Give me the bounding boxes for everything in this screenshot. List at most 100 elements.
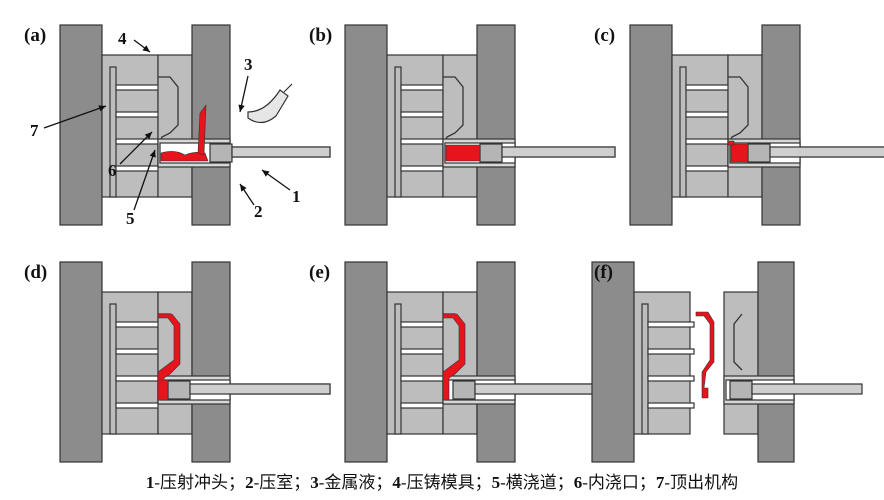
callout-5-arrow xyxy=(149,150,156,158)
stationary-platen xyxy=(476,261,516,463)
plunger-rod xyxy=(751,383,863,395)
ejector-plate xyxy=(679,66,687,198)
stationary-platen xyxy=(191,24,231,226)
biscuit-metal xyxy=(157,379,169,401)
callout-6: 6 xyxy=(108,161,117,180)
moving-platen xyxy=(591,261,635,463)
ejector-pin xyxy=(400,84,448,91)
ladle-handle xyxy=(283,83,293,93)
plunger-rod-extension xyxy=(189,383,331,395)
ejector-pin xyxy=(115,348,163,355)
ejector-pin xyxy=(400,321,448,328)
callout-3: 3 xyxy=(244,55,253,74)
legend-item-2: 2-压室； xyxy=(245,473,311,492)
plunger-head xyxy=(209,143,233,163)
metal-pour-stream xyxy=(197,104,207,156)
ejector-pin xyxy=(647,402,695,409)
ejector-pin xyxy=(115,138,163,145)
ejector-pin xyxy=(115,84,163,91)
ejector-pin xyxy=(647,348,695,355)
molten-metal-in-sleeve xyxy=(730,143,749,163)
ejector-pin xyxy=(685,111,733,118)
callout-4-arrow xyxy=(142,45,150,52)
ejector-pin xyxy=(685,165,733,172)
ejected-casting xyxy=(695,311,715,399)
panel-label-b: (b) xyxy=(309,25,332,46)
ejector-plate xyxy=(394,303,402,435)
stationary-platen xyxy=(761,24,801,226)
cast-part-in-cavity xyxy=(442,313,466,401)
callout-6-arrow xyxy=(144,132,152,140)
callout-6-leader xyxy=(119,131,153,165)
ejector-pin xyxy=(400,375,448,382)
cavity-outline xyxy=(442,76,464,146)
ejector-pin xyxy=(647,375,695,382)
stationary-platen xyxy=(476,24,516,226)
legend-item-5: 5-横浇道； xyxy=(491,473,574,492)
callout-5: 5 xyxy=(126,209,135,228)
plunger-head xyxy=(167,380,191,400)
plunger-rod-extension xyxy=(769,146,884,158)
ejector-plate xyxy=(109,303,117,435)
ejector-pin xyxy=(647,321,695,328)
callout-3-arrow xyxy=(238,104,245,112)
panel-e: (e) xyxy=(309,261,616,463)
molten-metal-in-sleeve xyxy=(445,144,481,162)
ejector-pin xyxy=(400,402,448,409)
moving-platen xyxy=(344,24,388,226)
fixed-die-half xyxy=(723,291,759,435)
moving-platen xyxy=(629,24,673,226)
ejector-pin xyxy=(400,165,448,172)
callout-7-leader xyxy=(43,105,107,129)
legend-item-1: 1-压射冲头； xyxy=(145,473,246,492)
ejector-pin xyxy=(685,138,733,145)
stationary-platen xyxy=(757,261,795,463)
moving-platen xyxy=(59,261,103,463)
ejector-pin xyxy=(400,348,448,355)
plunger-rod-extension xyxy=(501,146,616,158)
ejector-pin xyxy=(400,111,448,118)
plunger-head xyxy=(479,143,503,163)
legend-caption: 1-压射冲头；2-压室；3-金属液；4-压铸模具；5-横浇道；6-内浇口；7-顶… xyxy=(0,468,884,493)
panel-label-f: (f) xyxy=(594,262,613,283)
fixed-die-half xyxy=(727,54,763,198)
panel-label-e: (e) xyxy=(309,262,330,283)
panel-d: (d) xyxy=(24,261,331,463)
fixed-die-half xyxy=(442,54,478,198)
cavity-outline xyxy=(727,76,749,146)
callout-7: 7 xyxy=(30,121,39,140)
legend-item-6: 6-内浇口； xyxy=(573,473,656,492)
callout-2-arrow xyxy=(240,184,247,192)
ejector-pin xyxy=(400,138,448,145)
cavity-outline xyxy=(157,76,179,146)
moving-platen xyxy=(344,261,388,463)
plunger-head xyxy=(747,143,771,163)
pouring-ladle xyxy=(247,89,289,124)
ejector-pin xyxy=(115,375,163,382)
legend-item-3: 3-金属液； xyxy=(310,473,393,492)
ejector-pin xyxy=(115,402,163,409)
callout-2: 2 xyxy=(254,202,263,221)
ejector-pin xyxy=(685,84,733,91)
panel-label-d: (d) xyxy=(24,262,47,283)
plunger-head xyxy=(729,380,753,400)
ejector-pin xyxy=(115,165,163,172)
panel-f: (f) xyxy=(591,261,863,463)
panel-c: (c) xyxy=(594,24,884,226)
callout-1: 1 xyxy=(292,187,301,206)
callout-7-arrow xyxy=(98,105,106,112)
legend-item-7: 7-顶出机构 xyxy=(655,473,739,492)
ejector-pin xyxy=(115,111,163,118)
fixed-die-half xyxy=(157,54,193,198)
moving-platen xyxy=(59,24,103,226)
callout-5-leader xyxy=(133,149,156,211)
plunger-rod-extension xyxy=(231,146,331,158)
open-cavity-outline xyxy=(733,313,743,371)
ejector-pin xyxy=(115,321,163,328)
ejector-plate xyxy=(641,303,649,435)
panel-label-c: (c) xyxy=(594,25,615,46)
gate-metal xyxy=(727,140,735,146)
